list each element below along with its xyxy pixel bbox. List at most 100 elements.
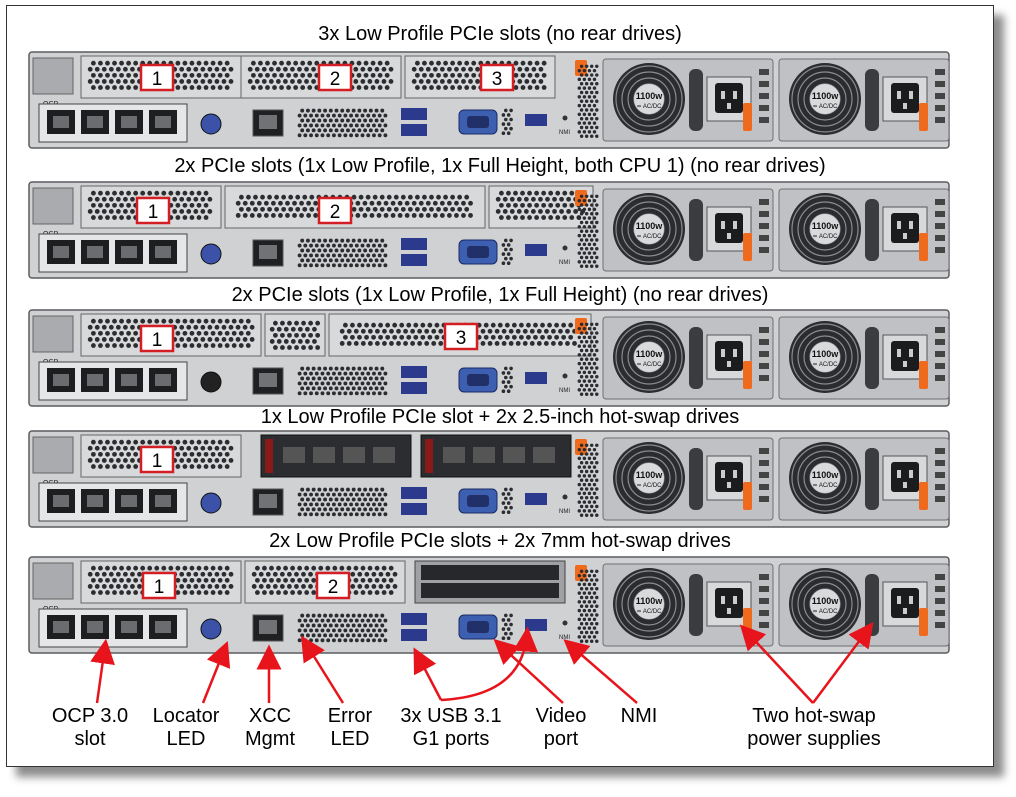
slot-3-callout: 3: [443, 322, 479, 351]
callout-psu-line2: power supplies: [747, 728, 881, 750]
arrow-video: [493, 638, 564, 704]
slot-3-callout: 3: [479, 63, 515, 92]
psu-handle: [689, 574, 703, 636]
psu-rating-label: 1100w: [636, 91, 664, 101]
slot-1-callout-box: [139, 63, 175, 92]
ac-inlet-icon: [715, 83, 743, 113]
psu-release-tab: [919, 361, 928, 389]
callout-ocp-line2: slot: [74, 728, 106, 750]
slot-1-callout: 1: [139, 63, 175, 92]
arrow-psu-1: [739, 624, 814, 704]
psu-handle: [689, 69, 703, 131]
left-bracket: [32, 562, 74, 600]
arrow-psu-2: [811, 621, 874, 704]
power-supply-1: 1100w ≂ AC/DC: [602, 316, 774, 400]
locator-led-button: [200, 618, 222, 640]
slot-3-callout-box: [443, 322, 479, 351]
nmi-small-label: NMI: [559, 509, 570, 515]
nmi-small-label: NMI: [559, 635, 570, 641]
slot-2-callout-label: 2: [330, 202, 341, 223]
slot-1-callout-label: 1: [152, 330, 163, 351]
psu-release-tab: [743, 361, 752, 389]
hot-swap-drive-1: [421, 565, 559, 580]
slot-1-callout-label: 1: [152, 69, 163, 90]
diagram-frame: 3x Low Profile PCIe slots (no rear drive…: [6, 5, 994, 767]
psu-rating-sub: ≂ AC/DC: [636, 609, 662, 615]
psu-handle: [865, 327, 879, 389]
slot-2-callout-label: 2: [328, 577, 339, 598]
psu-rating-sub: ≂ AC/DC: [812, 234, 838, 240]
arrow-usb-2: [440, 626, 539, 702]
left-bracket: [32, 315, 74, 353]
power-supply-1: 1100w≂ AC/DC: [602, 58, 774, 142]
psu-rating-sub: ≂ AC/DC: [812, 104, 838, 110]
usb-port-2: [401, 124, 427, 136]
psu-rating-label: 1100w: [812, 596, 840, 606]
nmi-button: [562, 620, 568, 626]
psu-rating-label: 1100w: [636, 349, 664, 359]
slot-1-callout-label: 1: [152, 451, 163, 472]
left-bracket: [32, 57, 74, 95]
psu-rating-sub: ≂ AC/DC: [636, 362, 662, 368]
psu-rating-sub: ≂ AC/DC: [812, 483, 838, 489]
psu-rating-label: 1100w: [812, 91, 840, 101]
ac-inlet-icon: [715, 213, 743, 243]
callout-psu: Two hot-swap power supplies: [729, 705, 899, 751]
usb-port-3: [525, 493, 547, 505]
slot-2-callout-box: [317, 196, 353, 225]
usb-port-2: [401, 629, 427, 641]
arrow-error: [301, 635, 345, 704]
pcie-bracket-2: [224, 185, 486, 229]
slot-1-callout: 1: [135, 196, 171, 225]
left-bracket: [32, 436, 74, 474]
locator-led-button: [200, 492, 222, 514]
nmi-button: [562, 115, 568, 121]
ac-inlet-icon: [715, 588, 743, 618]
usb-port-2: [401, 254, 427, 266]
left-bracket: [32, 187, 74, 225]
config-4-title: 1x Low Profile PCIe slot + 2x 2.5-inch h…: [260, 406, 740, 428]
callout-usb-line2: G1 ports: [412, 728, 490, 750]
slot-1-callout-box: [141, 571, 177, 600]
ac-inlet-icon: [891, 341, 919, 371]
slot-1-callout-box: [139, 445, 175, 474]
slot-1-callout-label: 1: [154, 577, 165, 598]
nmi-button: [562, 494, 568, 500]
usb-port-1: [401, 366, 427, 378]
power-supply-1: 1100w≂ AC/DC: [602, 563, 774, 647]
usb-port-2: [401, 503, 427, 515]
callout-psu-line1: Two hot-swap: [752, 705, 876, 727]
callout-ocp-line1: OCP 3.0: [51, 705, 129, 727]
ac-inlet-icon: [715, 462, 743, 492]
callout-error-line2: LED: [330, 728, 370, 750]
callout-locator-line1: Locator: [152, 705, 220, 727]
slot-2-callout: 2: [317, 63, 353, 92]
usb-port-1: [401, 487, 427, 499]
callout-video: Video port: [525, 705, 597, 751]
locator-led-button: [200, 113, 222, 135]
slot-1-callout: 1: [139, 324, 175, 353]
slot-2-callout-box: [317, 63, 353, 92]
callout-locator: Locator LED: [141, 705, 231, 751]
psu-rating-sub: ≂ AC/DC: [812, 609, 838, 615]
callout-ocp: OCP 3.0 slot: [35, 705, 145, 751]
usb-port-1: [401, 238, 427, 250]
callout-video-line1: Video: [535, 705, 587, 727]
psu-rating-sub: ≂ AC/DC: [812, 362, 838, 368]
psu-release-tab: [743, 103, 752, 131]
config-2-title: 2x PCIe slots (1x Low Profile, 1x Full H…: [174, 155, 826, 177]
power-supply-2: 1100w ≂ AC/DC: [778, 437, 950, 521]
psu-handle: [865, 574, 879, 636]
psu-handle: [689, 199, 703, 261]
nmi-small-label: NMI: [559, 388, 570, 394]
power-supply-2: 1100w≂ AC/DC: [778, 316, 950, 400]
ac-inlet-icon: [715, 341, 743, 371]
usb-port-1: [401, 108, 427, 120]
arrow-ocp: [90, 638, 115, 704]
psu-rating-label: 1100w: [636, 470, 664, 480]
psu-rating-label: 1100w: [812, 470, 840, 480]
